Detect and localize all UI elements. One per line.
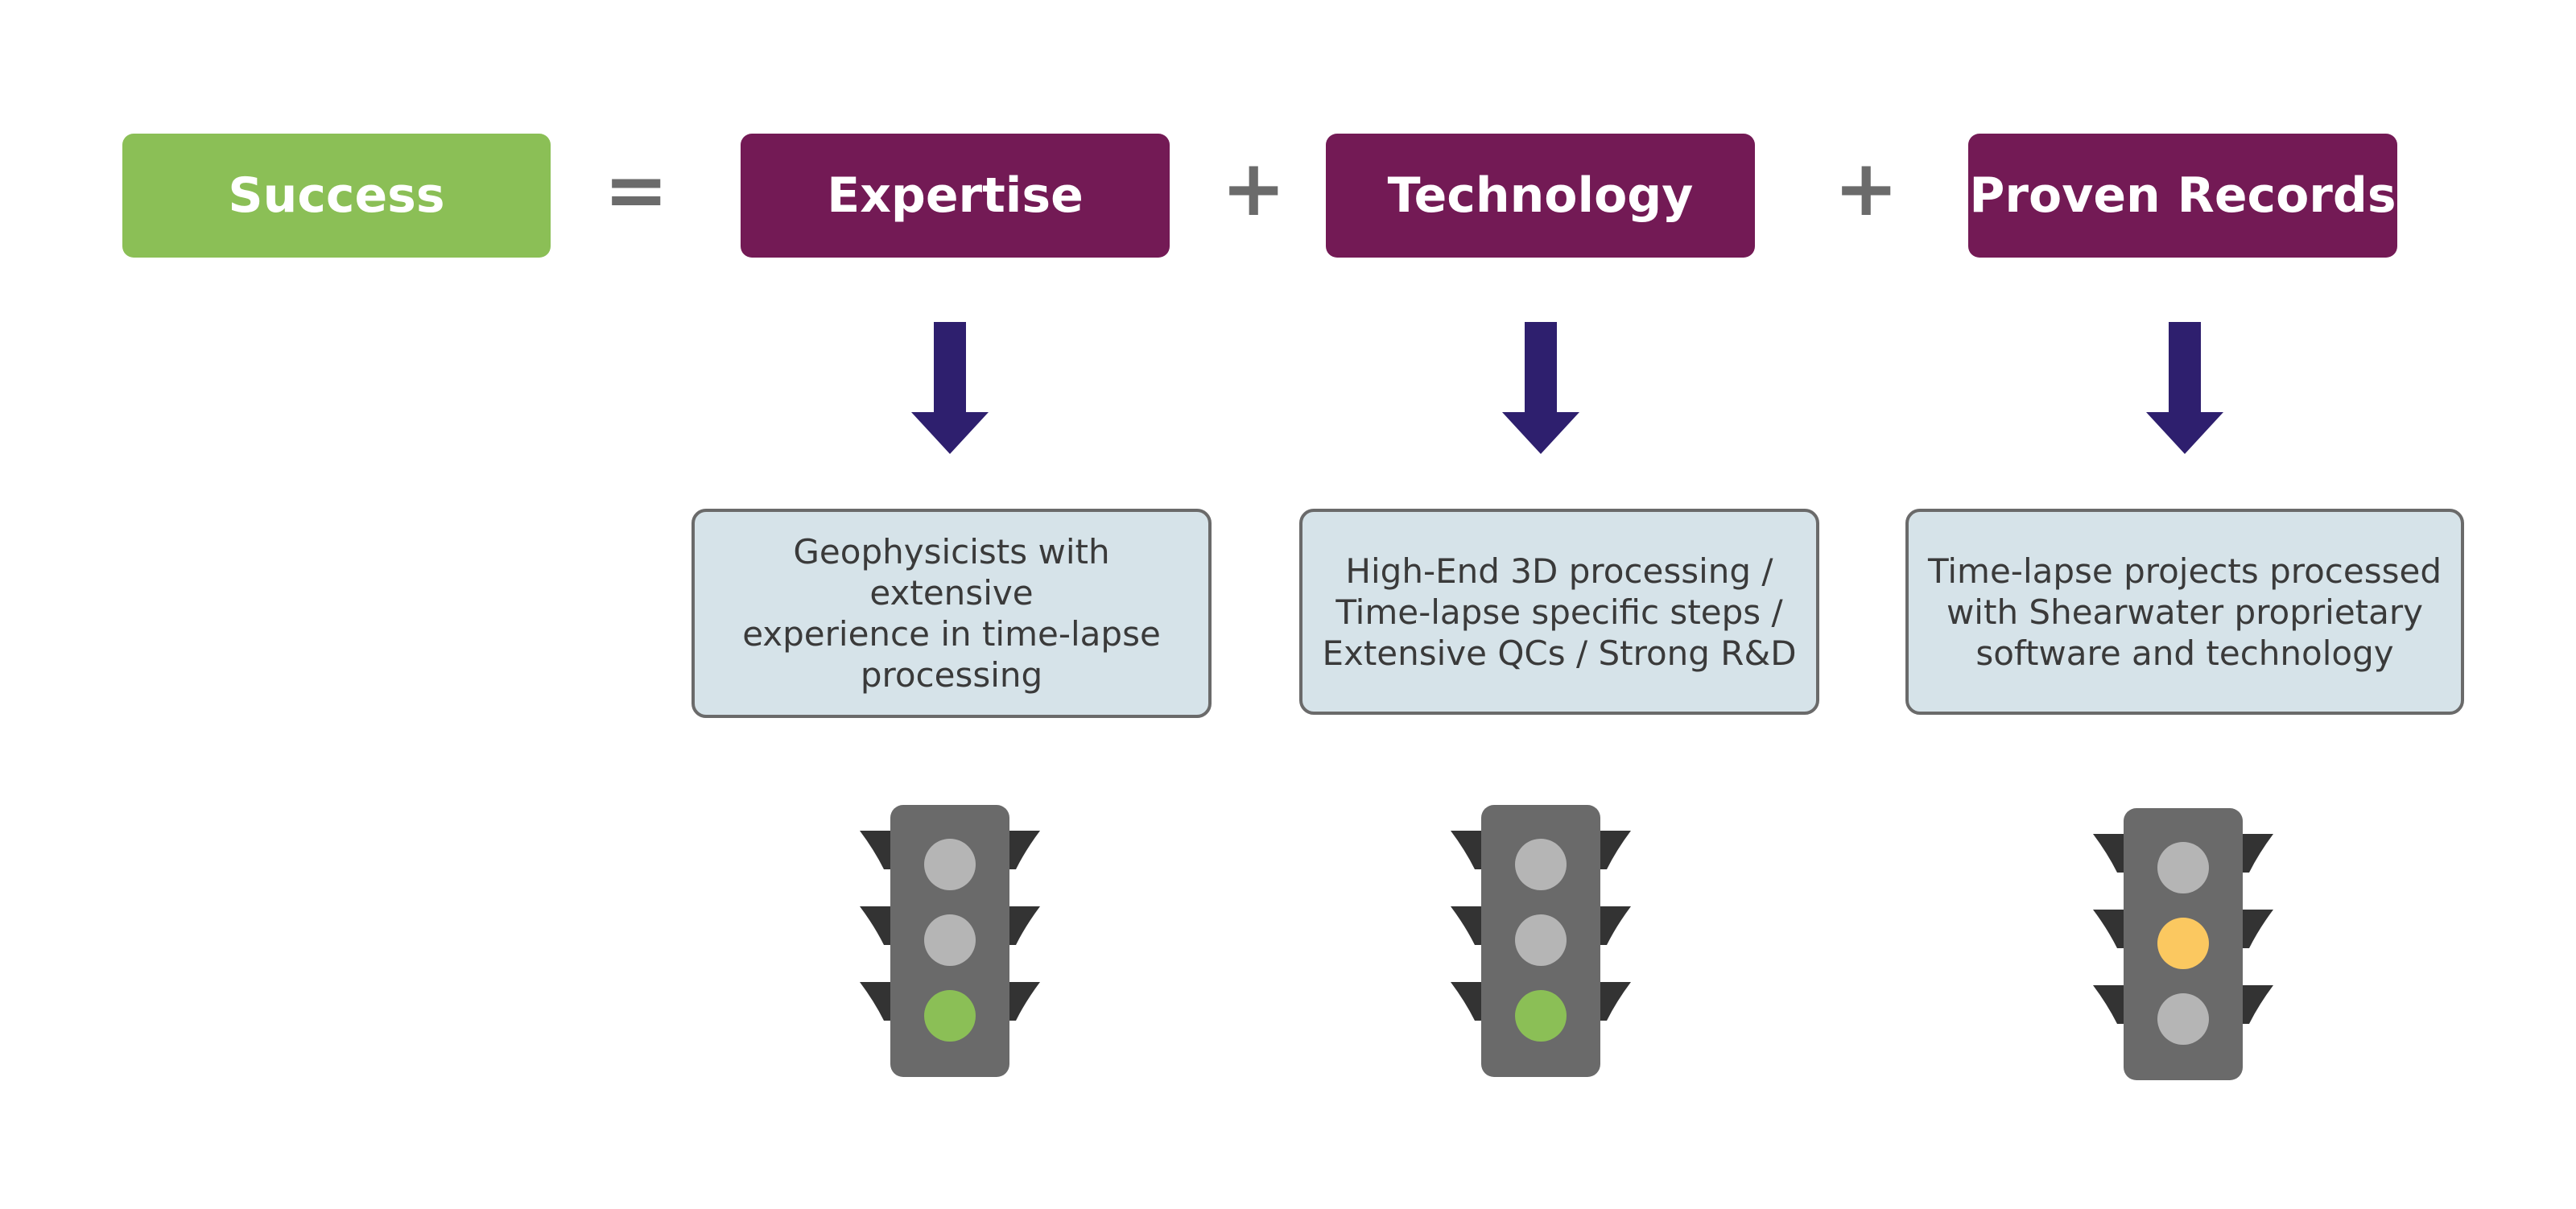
expertise-box: Expertise: [741, 134, 1170, 258]
equals-sign: =: [604, 145, 669, 235]
signal-off: [924, 839, 976, 890]
technology-box: Technology: [1326, 134, 1755, 258]
signal-off: [924, 914, 976, 966]
plus-sign: +: [1221, 143, 1286, 233]
traffic-light-icon: [860, 805, 1040, 1077]
signal-off: [2157, 842, 2209, 893]
proven-records-description: Time-lapse projects processed with Shear…: [1905, 509, 2464, 715]
success-box: Success: [122, 134, 551, 258]
technology-description: High-End 3D processing / Time-lapse spec…: [1299, 509, 1819, 715]
signal-off: [1515, 839, 1567, 890]
signal-amber: [2157, 918, 2209, 969]
traffic-light-icon: [2093, 808, 2273, 1080]
signal-green: [924, 990, 976, 1042]
signal-off: [1515, 914, 1567, 966]
arrow-down-icon: [911, 322, 989, 454]
traffic-light-icon: [1451, 805, 1631, 1077]
signal-green: [1515, 990, 1567, 1042]
arrow-down-icon: [1502, 322, 1579, 454]
arrow-down-icon: [2146, 322, 2223, 454]
signal-off: [2157, 993, 2209, 1045]
proven-records-box: Proven Records: [1968, 134, 2397, 258]
expertise-description: Geophysicists with extensive experience …: [691, 509, 1212, 718]
plus-sign: +: [1834, 143, 1899, 233]
